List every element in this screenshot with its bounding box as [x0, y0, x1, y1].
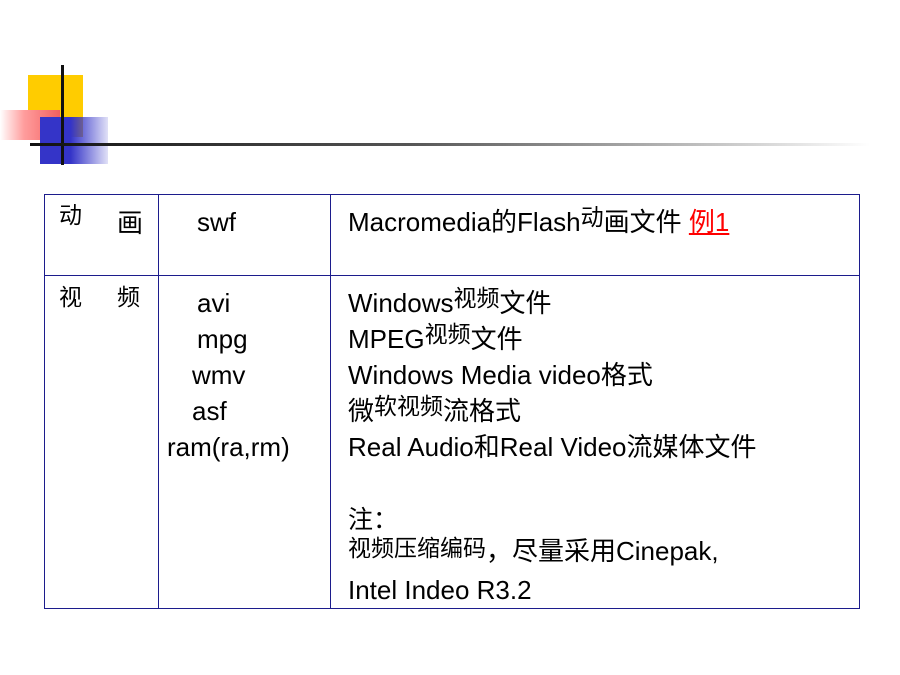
- table-border-bottom: [44, 608, 860, 609]
- row2-format-avi: avi: [197, 288, 231, 318]
- row2-format-wmv: wmv: [192, 360, 246, 390]
- table-row-divider: [44, 275, 860, 276]
- row1-format-swf: swf: [197, 207, 236, 237]
- note-line2: Intel Indeo R3.2: [348, 575, 532, 605]
- row2-desc-line2: MPEG视频文件: [348, 321, 523, 354]
- table-border-top: [44, 194, 860, 195]
- table-border-right: [859, 194, 860, 609]
- table-col-divider-2: [330, 194, 331, 609]
- row2-format-asf: asf: [192, 396, 227, 426]
- note-label: 注：: [348, 506, 399, 534]
- row2-desc-line5: Real Audio和Real Video流媒体文件: [348, 432, 757, 462]
- format-table: [44, 194, 860, 609]
- row2-desc-line4: 微软视频流格式: [348, 393, 522, 426]
- row2-desc-line3: Windows Media video格式: [348, 360, 653, 390]
- row1-category-char2: 画: [117, 208, 144, 238]
- row2-format-ram: ram(ra,rm): [167, 432, 290, 462]
- row1-description: Macromedia的Flash动画文件 例1: [348, 204, 730, 237]
- row2-desc-line1: Windows视频文件: [348, 285, 552, 318]
- decor-horizontal-line: [30, 143, 870, 146]
- example-link[interactable]: 例1: [688, 207, 730, 237]
- row1-category-char1: 动: [59, 202, 82, 228]
- table-col-divider-1: [158, 194, 159, 609]
- note-line1: 视频压缩编码，尽量采用Cinepak,: [348, 535, 719, 566]
- decor-vertical-line: [61, 65, 64, 165]
- table-border-left: [44, 194, 45, 609]
- row2-category-char1: 视: [59, 284, 82, 310]
- decor-blue-square: [40, 117, 108, 164]
- row2-format-mpg: mpg: [197, 324, 248, 354]
- row2-category-char2: 频: [117, 284, 140, 310]
